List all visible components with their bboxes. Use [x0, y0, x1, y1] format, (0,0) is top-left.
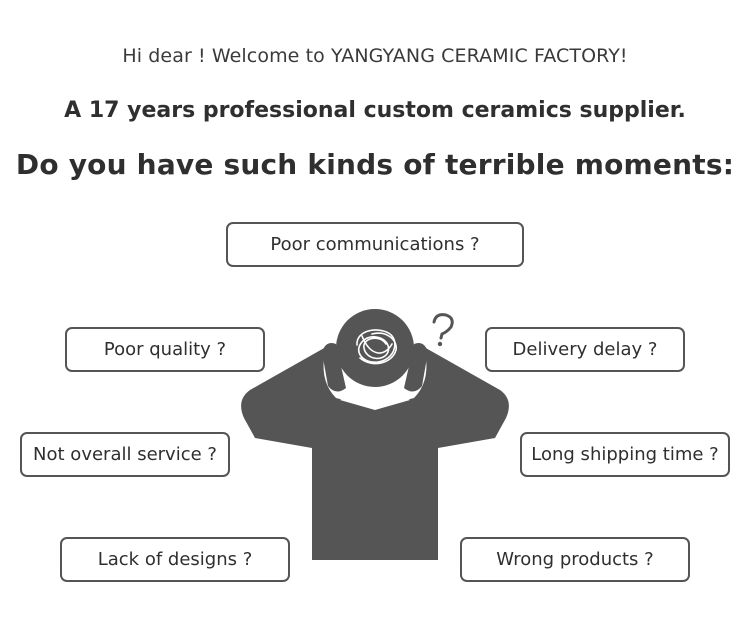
person-body-shape: [241, 347, 509, 560]
right-hand-shape: [404, 343, 428, 392]
person-collar-shape: [340, 392, 410, 410]
bubble-poor-quality: Poor quality ?: [65, 327, 265, 372]
bubble-delivery-delay: Delivery delay ?: [485, 327, 685, 372]
problems-headline: Do you have such kinds of terrible momen…: [15, 148, 735, 181]
bubble-poor-communications: Poor communications ?: [226, 222, 524, 267]
left-hand-shape: [322, 343, 346, 392]
question-mark-dot: [437, 341, 443, 347]
person-head-shape: [336, 309, 414, 387]
bubble-lack-of-designs: Lack of designs ?: [60, 537, 290, 582]
confusion-scribble-icon: [356, 329, 397, 365]
supplier-subtitle: A 17 years professional custom ceramics …: [64, 98, 686, 123]
welcome-greeting: Hi dear ! Welcome to YANGYANG CERAMIC FA…: [122, 45, 628, 67]
bubble-wrong-products: Wrong products ?: [460, 537, 690, 582]
bubble-long-shipping-time: Long shipping time ?: [520, 432, 730, 477]
bubble-not-overall-service: Not overall service ?: [20, 432, 230, 477]
question-mark-icon: [432, 313, 454, 340]
